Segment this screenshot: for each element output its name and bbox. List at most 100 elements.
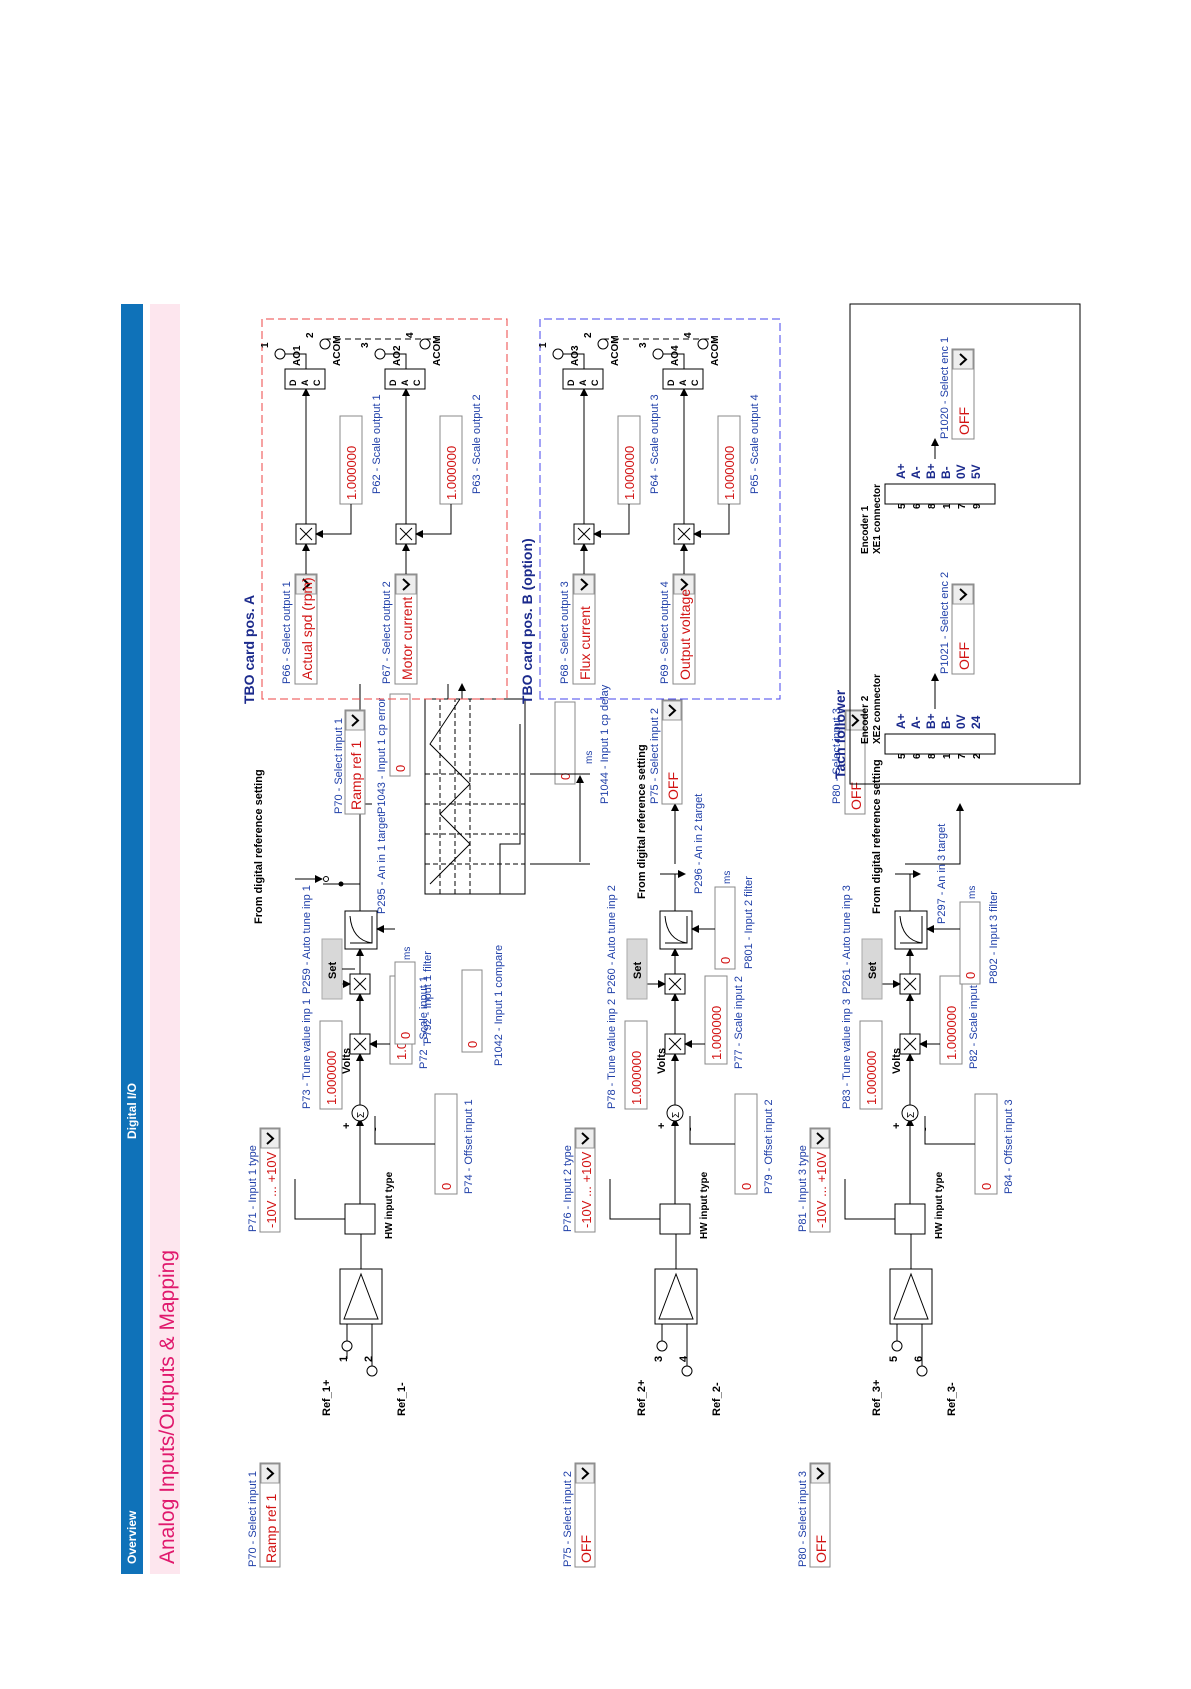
svg-text:Σ: Σ bbox=[671, 1112, 682, 1118]
svg-text:5V: 5V bbox=[969, 464, 983, 479]
input-1-type-select[interactable]: -10V ... +10V bbox=[259, 1127, 281, 1233]
svg-text:6: 6 bbox=[912, 503, 923, 509]
input-1-select[interactable]: Ramp ref 1 bbox=[259, 1462, 281, 1568]
svg-text:OFF: OFF bbox=[848, 782, 864, 810]
input-1-hw-type-block bbox=[344, 1203, 376, 1235]
input-3-type-select[interactable]: -10V ... +10V bbox=[809, 1127, 831, 1233]
nav-overview[interactable]: Overview bbox=[125, 1510, 139, 1564]
input-3-select[interactable]: OFF bbox=[809, 1462, 831, 1568]
svg-text:From digital reference setting: From digital reference setting bbox=[636, 744, 648, 899]
chevron-down-icon bbox=[668, 704, 677, 717]
encoder-2-select[interactable]: OFF bbox=[951, 583, 975, 675]
svg-text:P73 - Tune value inp 1: P73 - Tune value inp 1 bbox=[301, 999, 313, 1109]
encoder-2-pins: 5 A+ 6 A- 8 B+ 1 B- 7 0V 2 24 bbox=[894, 713, 983, 759]
svg-text:OFF: OFF bbox=[813, 1535, 829, 1563]
svg-text:P70 - Select input 1: P70 - Select input 1 bbox=[333, 718, 345, 814]
input-2-auto-tune-set-button[interactable]: Set bbox=[626, 938, 648, 1000]
tbo-a-output-1-select[interactable]: Actual spd (rpm) bbox=[294, 573, 318, 685]
tach-follower: Tach follower Encoder 2 XE2 connector 5 … bbox=[832, 303, 1081, 785]
svg-text:3: 3 bbox=[638, 342, 649, 348]
svg-text:0: 0 bbox=[558, 773, 573, 780]
input-1-compare-field[interactable] bbox=[461, 969, 483, 1053]
input-1-filter-field[interactable] bbox=[394, 961, 416, 1045]
svg-text:Tach follower: Tach follower bbox=[832, 689, 848, 779]
svg-text:P76 - Input 2 type: P76 - Input 2 type bbox=[562, 1145, 574, 1232]
svg-text:B-: B- bbox=[939, 466, 953, 479]
svg-text:P77 - Scale input 2: P77 - Scale input 2 bbox=[733, 976, 745, 1069]
svg-text:P802 - Input 3 filter: P802 - Input 3 filter bbox=[988, 891, 1000, 984]
svg-text:D: D bbox=[288, 379, 298, 386]
title-band bbox=[150, 304, 180, 1574]
svg-text:P259 - Auto tune inp 1: P259 - Auto tune inp 1 bbox=[301, 885, 313, 994]
input-2-select[interactable]: OFF bbox=[574, 1462, 596, 1568]
svg-text:1.000000: 1.000000 bbox=[344, 446, 359, 500]
terminal-1 bbox=[341, 1340, 353, 1352]
input-2-filter-field[interactable] bbox=[714, 886, 736, 970]
tbo-b-border bbox=[539, 318, 781, 700]
input-3-filter-field[interactable] bbox=[959, 901, 981, 985]
svg-text:From digital reference setting: From digital reference setting bbox=[253, 769, 265, 924]
svg-text:P80 - Select input 3: P80 - Select input 3 bbox=[831, 708, 843, 804]
svg-text:1: 1 bbox=[942, 503, 953, 509]
input-3-scale-field[interactable] bbox=[939, 975, 963, 1065]
tbo-b-output-4-select[interactable]: Output voltage bbox=[672, 573, 696, 685]
svg-text:OFF: OFF bbox=[665, 772, 681, 800]
input-1-offset-field[interactable] bbox=[434, 1093, 458, 1195]
chevron-down-icon bbox=[959, 588, 968, 601]
chevron-down-icon bbox=[580, 578, 589, 591]
svg-text:Set: Set bbox=[867, 962, 879, 979]
input-1-auto-tune-set-button[interactable]: Set bbox=[321, 938, 343, 1000]
svg-text:XE1 connector: XE1 connector bbox=[872, 484, 883, 554]
tbo-a-output-2-select[interactable]: Motor current bbox=[394, 573, 418, 685]
tbo-b-output-3-select[interactable]: Flux current bbox=[572, 573, 596, 685]
svg-text:P79 - Offset input 2: P79 - Offset input 2 bbox=[763, 1099, 775, 1194]
chevron-down-icon bbox=[266, 1132, 275, 1145]
svg-text:Encoder 1: Encoder 1 bbox=[860, 505, 871, 554]
svg-text:D: D bbox=[388, 379, 398, 386]
svg-text:A-: A- bbox=[909, 716, 923, 729]
svg-text:B-: B- bbox=[939, 716, 953, 729]
input-3-auto-tune-set-button[interactable]: Set bbox=[861, 938, 883, 1000]
tbo-card-a: TBO card pos. A P66 - Select output 1 Ac… bbox=[241, 318, 508, 704]
svg-text:P297 - An in 3 target: P297 - An in 3 target bbox=[936, 824, 948, 924]
input-3-offset-field[interactable] bbox=[974, 1093, 998, 1195]
svg-text:-10V ... +10V: -10V ... +10V bbox=[579, 1151, 594, 1228]
svg-text:P64 - Scale output 3: P64 - Scale output 3 bbox=[649, 394, 661, 494]
svg-text:HW input type: HW input type bbox=[699, 1171, 710, 1239]
input-2-select-right[interactable]: OFF bbox=[661, 699, 683, 805]
svg-text:3: 3 bbox=[360, 342, 371, 348]
svg-text:OFF: OFF bbox=[956, 642, 972, 670]
nav-digital-io[interactable]: Digital I/O bbox=[125, 1083, 139, 1139]
svg-text:HW input type: HW input type bbox=[934, 1171, 945, 1239]
svg-text:P63 - Scale output 2: P63 - Scale output 2 bbox=[471, 394, 483, 494]
svg-text:9: 9 bbox=[972, 503, 983, 509]
svg-text:5: 5 bbox=[888, 1356, 900, 1362]
input-1-cp-delay-field[interactable] bbox=[554, 701, 576, 785]
svg-text:Ref_3+: Ref_3+ bbox=[871, 1380, 883, 1416]
input-2-scale-field[interactable] bbox=[704, 975, 728, 1065]
ref-1-plus-label: Ref_1+ bbox=[321, 1380, 333, 1416]
svg-text:4: 4 bbox=[678, 1355, 690, 1362]
input-1-section: P70 - Select input 1 Ramp ref 1 P71 - In… bbox=[247, 684, 611, 1568]
input-1-cp-error-field[interactable] bbox=[389, 693, 411, 777]
input-2-offset-field[interactable] bbox=[734, 1093, 758, 1195]
svg-text:P1020 - Select enc 1: P1020 - Select enc 1 bbox=[939, 337, 951, 439]
svg-text:OFF: OFF bbox=[956, 407, 972, 435]
input-1-select-right[interactable]: Ramp ref 1 bbox=[344, 709, 366, 815]
svg-text:1: 1 bbox=[942, 753, 953, 759]
input-1-tune-field[interactable] bbox=[319, 1020, 343, 1110]
chevron-down-icon bbox=[959, 353, 968, 366]
input-2-tune-field[interactable] bbox=[624, 1020, 648, 1110]
input-2-type-select[interactable]: -10V ... +10V bbox=[574, 1127, 596, 1233]
svg-text:2: 2 bbox=[972, 753, 983, 759]
chevron-down-icon bbox=[351, 714, 360, 727]
svg-text:From digital reference setting: From digital reference setting bbox=[871, 759, 883, 914]
svg-text:P1044 - Input 1 cp delay: P1044 - Input 1 cp delay bbox=[599, 684, 611, 804]
svg-text:ms: ms bbox=[584, 751, 595, 764]
input-3-tune-field[interactable] bbox=[859, 1020, 883, 1110]
svg-text:D: D bbox=[666, 379, 676, 386]
encoder-1-select[interactable]: OFF bbox=[951, 348, 975, 440]
svg-text:1.000000: 1.000000 bbox=[709, 1006, 724, 1060]
chevron-down-icon bbox=[266, 1467, 275, 1480]
svg-text:A: A bbox=[578, 379, 588, 386]
